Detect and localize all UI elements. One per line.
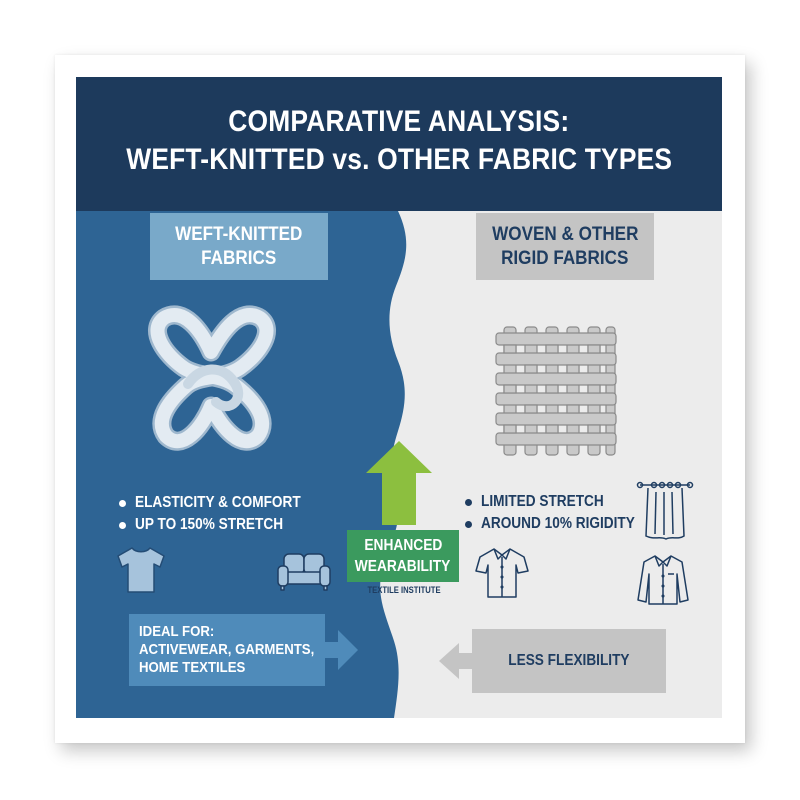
weft-knitted-label: WEFT-KNITTED FABRICS bbox=[150, 213, 328, 280]
woven-label-line-2: RIGID FABRICS bbox=[501, 247, 629, 269]
bullet-icon bbox=[465, 498, 472, 506]
knit-benefits-list: ELASTICITY & COMFORT UP TO 150% STRETCH bbox=[119, 492, 323, 536]
knit-loop-icon bbox=[148, 305, 276, 451]
woven-label: WOVEN & OTHER RIGID FABRICS bbox=[476, 213, 654, 280]
source-text: TEXTILE INSTITUTE bbox=[367, 585, 441, 595]
weft-label-line-1: WEFT-KNITTED bbox=[175, 223, 303, 245]
source-credit: TEXTILE INSTITUTE bbox=[348, 585, 460, 595]
long-sleeve-shirt-icon bbox=[637, 555, 689, 605]
title-weft: WEFT-KNITTED bbox=[126, 143, 333, 176]
ideal-for-line-2: ACTIVEWEAR, GARMENTS, bbox=[139, 641, 315, 658]
bullet-icon bbox=[119, 521, 126, 529]
short-sleeve-shirt-icon bbox=[475, 548, 529, 598]
bullet-icon bbox=[119, 499, 126, 507]
ideal-for-line-3: HOME TEXTILES bbox=[139, 659, 246, 676]
curtain-icon bbox=[636, 481, 694, 540]
up-arrow-icon bbox=[366, 441, 432, 525]
page-header: COMPARATIVE ANALYSIS: WEFT-KNITTED vs. O… bbox=[76, 77, 722, 211]
woven-grid-icon bbox=[495, 326, 617, 456]
list-item: LIMITED STRETCH bbox=[465, 491, 656, 513]
enhanced-wearability-badge: ENHANCED WEARABILITY bbox=[347, 530, 459, 582]
bullet-icon bbox=[465, 520, 472, 528]
title-vs: vs. bbox=[332, 143, 370, 176]
bullet-text: ELASTICITY & COMFORT bbox=[135, 494, 301, 511]
bullet-text: AROUND 10% RIGIDITY bbox=[481, 515, 635, 532]
title-line-1: COMPARATIVE ANALYSIS: bbox=[228, 105, 570, 138]
woven-label-line-1: WOVEN & OTHER bbox=[491, 223, 639, 245]
badge-line-1: ENHANCED bbox=[364, 537, 442, 554]
sofa-icon bbox=[277, 553, 331, 591]
less-flexibility-box: LESS FLEXIBILITY bbox=[472, 629, 666, 693]
less-flexibility-text: LESS FLEXIBILITY bbox=[508, 652, 630, 669]
ideal-for-box: IDEAL FOR: ACTIVEWEAR, GARMENTS, HOME TE… bbox=[129, 614, 325, 686]
bullet-text: UP TO 150% STRETCH bbox=[135, 516, 284, 533]
infographic-panel: COMPARATIVE ANALYSIS: WEFT-KNITTED vs. O… bbox=[76, 77, 722, 718]
title-line-2: WEFT-KNITTED vs. OTHER FABRIC TYPES bbox=[126, 141, 672, 179]
tshirt-icon bbox=[117, 547, 165, 593]
woven-traits-list: LIMITED STRETCH AROUND 10% RIGIDITY bbox=[465, 491, 656, 535]
list-item: UP TO 150% STRETCH bbox=[119, 514, 323, 536]
list-item: ELASTICITY & COMFORT bbox=[119, 492, 323, 514]
title-other: OTHER FABRIC TYPES bbox=[369, 143, 672, 176]
right-arrow-icon bbox=[324, 630, 358, 670]
bullet-text: LIMITED STRETCH bbox=[481, 493, 604, 510]
left-arrow-icon bbox=[439, 643, 475, 679]
badge-line-2: WEARABILITY bbox=[355, 558, 451, 575]
weft-label-line-2: FABRICS bbox=[201, 247, 277, 269]
list-item: AROUND 10% RIGIDITY bbox=[465, 513, 656, 535]
ideal-for-heading: IDEAL FOR: bbox=[139, 623, 215, 640]
